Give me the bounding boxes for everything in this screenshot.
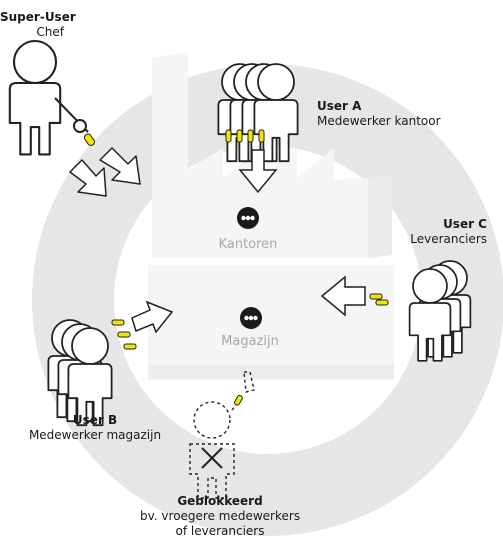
blocked-label: Geblokkeerd bv. vroegere medewerkers of … bbox=[140, 494, 300, 539]
arrow-icon bbox=[131, 300, 174, 334]
user-c-keys bbox=[369, 293, 389, 306]
super-user-figure bbox=[8, 39, 62, 156]
user-c-role: User C bbox=[443, 217, 487, 231]
user-b-role: User B bbox=[72, 413, 118, 427]
user-b-desc: Medewerker magazijn bbox=[28, 428, 162, 442]
user-c-desc: Leveranciers bbox=[410, 232, 487, 246]
user-a-figures bbox=[217, 63, 299, 163]
arrow-icon bbox=[320, 275, 366, 317]
user-a-label: User A Medewerker kantoor bbox=[317, 99, 441, 129]
user-b-label: User B Medewerker magazijn bbox=[20, 413, 170, 443]
super-user-desc: Chef bbox=[36, 25, 64, 39]
warehouse-building bbox=[148, 265, 394, 380]
user-c-label: User C Leveranciers bbox=[398, 217, 487, 247]
blocked-desc-line1: bv. vroegere medewerkers bbox=[140, 509, 301, 523]
lock-icon-warehouse bbox=[240, 307, 262, 329]
user-b-figures bbox=[47, 319, 113, 427]
arrow-icon bbox=[69, 147, 141, 197]
super-user-role: Super-User bbox=[0, 10, 76, 24]
user-b-keys bbox=[111, 319, 137, 350]
user-a-role: User A bbox=[317, 99, 362, 113]
super-user-label: Super-User Chef bbox=[0, 10, 76, 40]
blocked-role: Geblokkeerd bbox=[177, 494, 263, 508]
user-a-desc: Medewerker kantoor bbox=[317, 114, 441, 128]
user-a-keys bbox=[225, 129, 265, 143]
lock-icon-offices bbox=[237, 207, 259, 229]
cross-icon bbox=[201, 447, 223, 469]
blocked-desc-line2: of leveranciers bbox=[175, 524, 265, 538]
offices-label: Kantoren bbox=[218, 237, 278, 252]
arrow-icon bbox=[238, 149, 278, 194]
user-c-figures bbox=[408, 260, 472, 362]
warehouse-label: Magazijn bbox=[221, 334, 279, 349]
